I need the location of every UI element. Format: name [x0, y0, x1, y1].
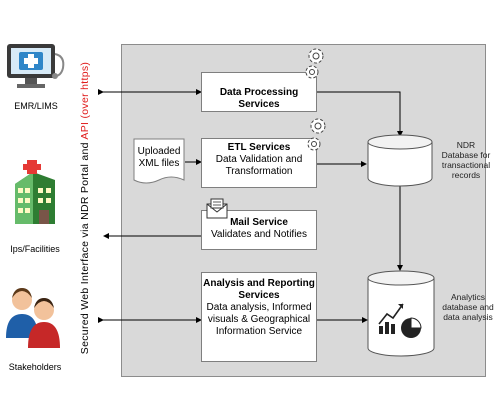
analytics-db-line3: data analysis: [443, 312, 493, 322]
etl-line2: Transformation: [225, 166, 293, 177]
document-shape: [133, 138, 185, 184]
interface-text: Secured Web Interface via NDR Portal and: [79, 139, 91, 355]
hospital-building-icon: [15, 160, 55, 224]
etl-title: ETL Services: [227, 142, 291, 153]
analysis-reporting-box: Analysis and Reporting Services Data ana…: [201, 272, 317, 362]
ndr-db-line3: transactional: [441, 160, 491, 170]
analysis-title-line2: Services: [238, 290, 280, 301]
analytics-db-line2: database and: [442, 302, 494, 312]
analytics-db-line1: Analytics: [450, 292, 485, 302]
mail-title: Mail Service: [230, 217, 288, 228]
ndr-db-line1: NDR: [456, 140, 476, 150]
analytics-db-label: Analytics database and data analysis: [436, 292, 500, 322]
mail-line1: Validates and Notifies: [211, 229, 307, 240]
analysis-line1: Data analysis, Informed: [206, 302, 312, 313]
facilities-label: Ips/Facilities: [10, 244, 60, 254]
interface-label: Secured Web Interface via NDR Portal and…: [71, 40, 99, 376]
gear-icon: [307, 118, 326, 151]
database-cylinder-icon: [367, 134, 433, 187]
ndr-db-line2: Database for: [441, 150, 491, 160]
people-group-icon: [6, 288, 60, 348]
uploaded-line2: XML files: [138, 158, 180, 169]
etl-line1: Data Validation and: [215, 154, 303, 165]
uploaded-xml-label: Uploaded XML files: [133, 146, 185, 170]
uploaded-line1: Uploaded: [137, 146, 181, 157]
ndr-db-line4: records: [451, 170, 481, 180]
computer-medical-icon: [7, 44, 65, 88]
data-processing-title: Data Processing Services: [219, 87, 299, 110]
interface-api-text: API (over https): [79, 61, 91, 140]
data-processing-box: Data Processing Services: [201, 72, 317, 112]
gear-icon: [305, 48, 324, 79]
etl-services-box: ETL Services Data Validation and Transfo…: [201, 138, 317, 188]
stakeholders-label: Stakeholders: [8, 362, 62, 372]
analysis-title-line1: Analysis and Reporting: [203, 278, 315, 289]
analytics-database-icon: [367, 270, 435, 357]
processing-to-db-arrow: [317, 91, 403, 137]
analysis-line2: visuals & Geographical: [207, 314, 311, 325]
ndr-db-label: NDR Database for transactional records: [433, 140, 499, 180]
emr-label: EMR/LIMS: [14, 101, 58, 111]
envelope-icon: [206, 198, 228, 219]
analysis-line3: Information Service: [215, 326, 303, 337]
